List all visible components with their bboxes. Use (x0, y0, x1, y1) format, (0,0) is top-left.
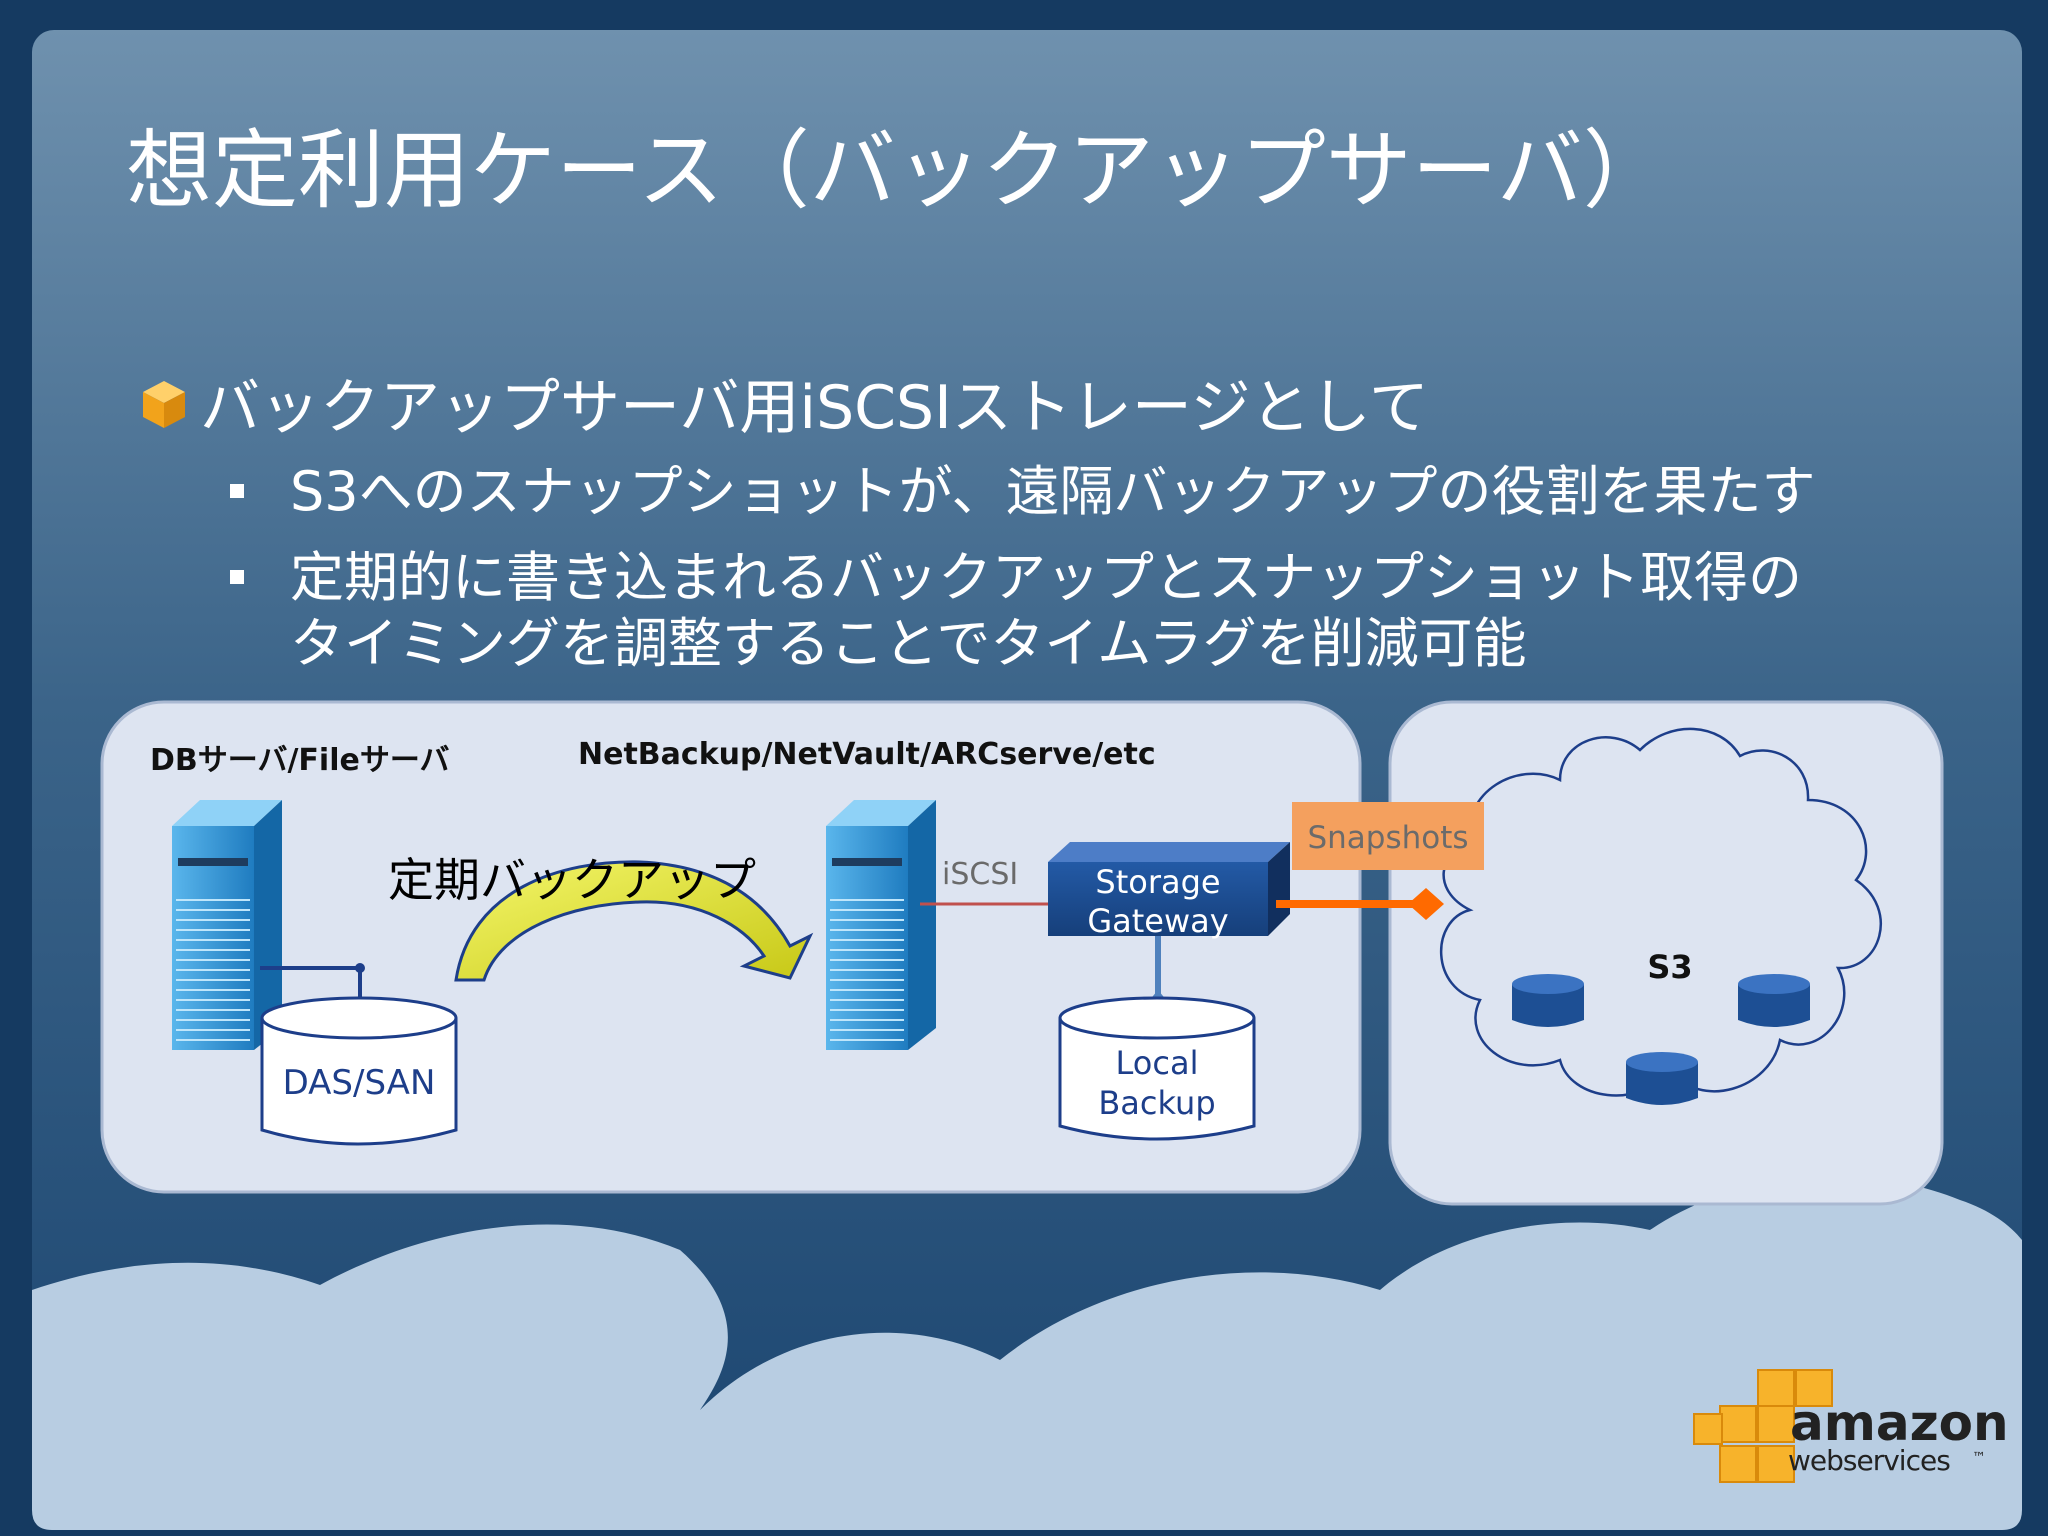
bullet-sub-2-line-1: 定期的に書き込まれるバックアップとスナップショット取得の (290, 546, 1802, 609)
snapshots-label: Snapshots (1307, 820, 1468, 856)
bullet-sub-2-line-2: タイミングを調整することでタイムラグを削減可能 (290, 612, 1527, 675)
bullet-sub-1: S3へのスナップショットが、遠隔バックアップの役割を果たす (290, 460, 1816, 523)
bottom-cloud-decoration (32, 1176, 2022, 1530)
s3-bucket-icon (1738, 974, 1810, 1027)
snapshots-badge (1292, 802, 1484, 870)
bullet-main: バックアップサーバ用iSCSIストレージとして (200, 373, 1429, 443)
s3-cloud-icon (1439, 727, 1883, 1097)
snapshot-arrow-diamond (1408, 888, 1444, 920)
storage-gateway-label-line-2: Gateway (1087, 902, 1228, 940)
cube-bullet-icon (143, 381, 185, 428)
local-backup-label-line-2: Backup (1098, 1084, 1215, 1122)
backup-software-label: NetBackup/NetVault/ARCserve/etc (578, 737, 1156, 772)
slide-title: 想定利用ケース（バックアップサーバ） (126, 121, 1669, 221)
storage-gateway-label-line-1: Storage (1095, 863, 1220, 901)
db-server-label: DBサーバ/Fileサーバ (150, 743, 450, 778)
aws-logo: amazon webservices ™ (1693, 1369, 2009, 1483)
periodic-backup-label: 定期バックアップ (388, 853, 756, 907)
local-backup-storage-icon (1058, 996, 1256, 1141)
s3-label: S3 (1647, 948, 1692, 986)
aws-logo-trademark: ™ (1972, 1450, 1986, 1466)
db-server-icon (172, 800, 282, 1050)
cloud-panel (1388, 700, 1944, 1206)
iscsi-label: iSCSI (942, 857, 1018, 892)
sub-bullet-marker-1 (230, 484, 244, 498)
s3-bucket-icon (1512, 974, 1584, 1027)
s3-bucket-icon (1626, 1052, 1698, 1105)
das-san-label: DAS/SAN (283, 1063, 436, 1103)
local-backup-label-line-1: Local (1116, 1044, 1199, 1082)
periodic-backup-arrow (454, 860, 814, 982)
das-san-storage-icon (260, 996, 458, 1146)
sub-bullet-marker-2 (230, 570, 244, 584)
backup-server-icon (826, 800, 936, 1050)
aws-logo-word-amazon: amazon (1790, 1394, 2009, 1452)
aws-cubes-icon (1693, 1369, 1833, 1483)
storage-gateway-icon (1048, 842, 1290, 936)
aws-logo-word-webservices: webservices (1788, 1444, 1950, 1477)
